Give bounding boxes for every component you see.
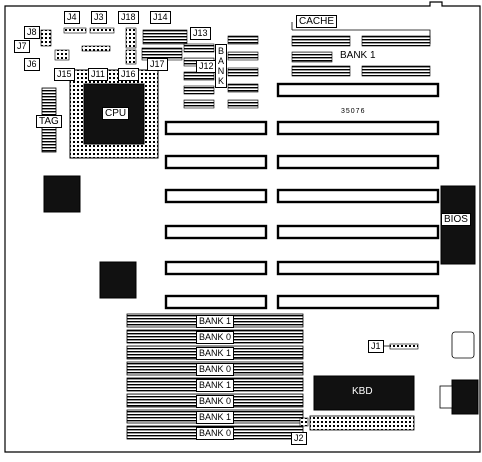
cache-chip xyxy=(291,35,351,47)
board-outline xyxy=(4,1,481,453)
label-cpu: CPU xyxy=(102,107,130,120)
label-j3: J3 xyxy=(91,11,107,24)
cache-chip xyxy=(361,65,431,77)
kbd-chip xyxy=(313,375,415,411)
label-cache: CACHE xyxy=(296,15,338,28)
bank-chip xyxy=(227,35,259,45)
label-j8: J8 xyxy=(24,26,40,39)
simm-bank-label: BANK 0 xyxy=(196,427,235,440)
jumper-block-j4 xyxy=(63,27,87,34)
label-j4: J4 xyxy=(64,11,80,24)
simm-bank-label: BANK 1 xyxy=(196,315,235,328)
isa-slot xyxy=(276,294,440,310)
label-kbd: KBD xyxy=(352,386,373,397)
label-j17: J17 xyxy=(147,58,168,71)
simm-bank-label: BANK 0 xyxy=(196,363,235,376)
isa-slot xyxy=(164,294,268,310)
simm-bank-label: BANK 1 xyxy=(196,347,235,360)
keyboard-connector-inner xyxy=(439,385,453,409)
bank-chip xyxy=(183,85,215,95)
label-j7: J7 xyxy=(14,40,30,53)
jumper-block-j14 xyxy=(142,29,188,45)
isa-slot xyxy=(276,82,440,98)
bank-chip xyxy=(227,99,259,109)
label-cache-bank: BANK 1 xyxy=(340,50,376,61)
isa-slot xyxy=(276,154,440,170)
label-j2: J2 xyxy=(291,432,307,445)
bank-chip xyxy=(227,83,259,93)
keyboard-connector xyxy=(451,379,479,415)
isa-slot xyxy=(164,224,268,240)
vertical-bank-chips xyxy=(183,35,259,109)
label-j12: J12 xyxy=(196,60,217,73)
bank-chip xyxy=(183,43,215,53)
label-j13: J13 xyxy=(190,27,211,40)
jumper-block-j11 xyxy=(81,45,111,52)
label-j14: J14 xyxy=(150,11,171,24)
bank-chip xyxy=(183,99,215,109)
cache-chip xyxy=(361,35,431,47)
expansion-slots xyxy=(164,82,440,310)
label-bios: BIOS xyxy=(441,213,471,226)
bank-chip xyxy=(227,67,259,77)
isa-slot xyxy=(164,260,268,276)
isa-slot xyxy=(164,154,268,170)
bank-chip xyxy=(183,71,215,81)
jumper-block-j15 xyxy=(54,49,70,61)
isa-slot xyxy=(164,120,268,136)
simm-bank-label: BANK 1 xyxy=(196,379,235,392)
jumper-block-j2 xyxy=(299,417,309,427)
bank-chip xyxy=(227,51,259,61)
simm-bank-label: BANK 0 xyxy=(196,395,235,408)
square-chip-upper xyxy=(43,175,81,213)
isa-slot xyxy=(164,188,268,204)
jumper-block-j3 xyxy=(89,27,115,34)
battery-outline xyxy=(451,331,475,359)
simm-bank-label: BANK 0 xyxy=(196,331,235,344)
label-j1: J1 xyxy=(368,340,384,353)
label-j18: J18 xyxy=(118,11,139,24)
jumper-block-j1 xyxy=(389,343,419,350)
cache-chip xyxy=(291,51,333,63)
square-chip-lower xyxy=(99,261,137,299)
label-j15: J15 xyxy=(54,68,75,81)
label-j11: J11 xyxy=(88,68,108,81)
isa-slot xyxy=(276,120,440,136)
isa-slot xyxy=(276,188,440,204)
isa-slot xyxy=(276,260,440,276)
label-j6: J6 xyxy=(24,58,40,71)
jumper-block-j8 xyxy=(40,29,52,47)
simm-bank-label: BANK 1 xyxy=(196,411,235,424)
cache-chip xyxy=(291,65,351,77)
jumper-block-j16 xyxy=(125,49,137,65)
bottom-connector-strip xyxy=(309,415,415,431)
top-left-jumpers xyxy=(40,27,188,65)
label-vertical-bank: BANK xyxy=(215,44,227,88)
isa-slot xyxy=(276,224,440,240)
cache-chips xyxy=(291,35,431,77)
label-chip-code: 35076 xyxy=(341,108,366,115)
jumper-block-j18 xyxy=(125,27,137,49)
label-tag: TAG xyxy=(36,115,62,128)
label-j16: J16 xyxy=(118,68,139,81)
